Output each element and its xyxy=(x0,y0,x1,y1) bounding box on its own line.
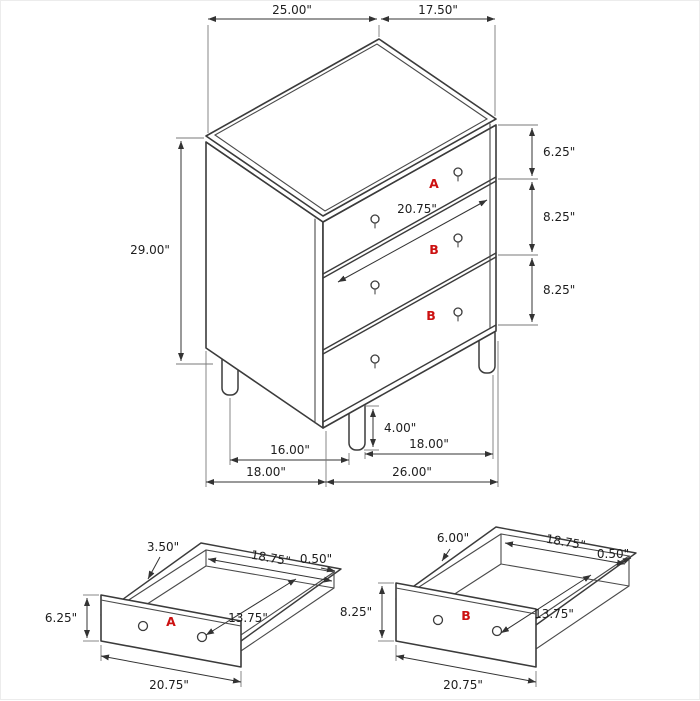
dim-drawer-b-inner-width: 18.75" xyxy=(545,532,587,553)
dim-line-drawer-inner-width xyxy=(337,199,488,283)
drawer-b-floor-back-edge xyxy=(500,563,630,587)
chest-drawer-b-mid-label: B xyxy=(429,242,439,257)
dim-leader-drawer-a-wall-thickness xyxy=(320,566,336,573)
chest-top-face-inner-edge xyxy=(213,43,489,212)
drawer-a-knob-right-icon xyxy=(453,167,463,177)
drawer-b-mid-knob-right-icon xyxy=(453,233,463,243)
chest-top-face xyxy=(205,38,497,217)
drawer-a-floor-back-edge xyxy=(205,565,335,589)
dim-drawer-b-front-width: 20.75" xyxy=(443,678,483,692)
dim-base-front-right: 18.00" xyxy=(409,437,449,451)
chest-top-lip-edge xyxy=(205,124,497,223)
dim-base-width: 26.00" xyxy=(392,465,432,479)
drawer-a-knob-left-icon xyxy=(370,214,380,224)
dim-leader-drawer-b-side-height xyxy=(441,548,451,562)
dim-drawer-a-front-width: 20.75" xyxy=(149,678,189,692)
dim-leader-drawer-a-side-height xyxy=(147,556,161,580)
dim-drawer-a-inner-depth: 13.75" xyxy=(228,611,268,625)
dim-drawer-b-mid-height: 8.25" xyxy=(543,210,575,224)
dim-base-depth: 18.00" xyxy=(246,465,286,479)
drawer-b-detail-label: B xyxy=(461,608,471,623)
dim-height: 29.00" xyxy=(130,243,170,257)
chest-dimensions: 25.00" 17.50" 29.00" 6.25" 8.25" 8.25" 2… xyxy=(130,3,575,487)
drawer-a-front-panel xyxy=(100,594,242,668)
dim-drawer-a-front-height: 6.25" xyxy=(45,611,77,625)
chest-drawer-a-label: A xyxy=(429,176,439,191)
drawer-a-detail-label: A xyxy=(166,614,176,629)
drawer-b-detail-knob-right-icon xyxy=(491,625,503,637)
drawer-b-bot-knob-left-icon xyxy=(370,354,380,364)
chest-base-rail-edge xyxy=(322,324,497,423)
dim-drawer-a-inner-width: 18.75" xyxy=(250,548,292,569)
dim-drawer-a-height: 6.25" xyxy=(543,145,575,159)
dim-line-drawer-a-front-width xyxy=(100,654,242,684)
dim-drawer-a-wall-thickness: 0.50" xyxy=(300,552,332,566)
dim-leader-drawer-b-wall-thickness xyxy=(616,557,632,565)
dim-top-width: 25.00" xyxy=(272,3,312,17)
drawer-b-front-panel xyxy=(395,582,537,668)
drawer-a-detail-knob-right-icon xyxy=(196,631,208,643)
dim-top-depth: 17.50" xyxy=(418,3,458,17)
drawer-a-detail: A 6.25" 3.50" 18.75" 0.50" 13.75" 20.75" xyxy=(45,540,342,692)
dim-drawer-b-side-height: 6.00" xyxy=(437,531,469,545)
dim-leg-height: 4.00" xyxy=(384,421,416,435)
drawer-b-bot-knob-right-icon xyxy=(453,307,463,317)
dim-line-drawer-b-inner-depth xyxy=(500,574,592,634)
dim-drawer-b-front-height: 8.25" xyxy=(340,605,372,619)
chest-drawer-b-bot-label: B xyxy=(426,308,436,323)
dim-drawer-inner-width: 20.75" xyxy=(397,202,437,216)
dim-line-drawer-a-inner-depth xyxy=(205,578,297,636)
dim-drawer-a-side-height: 3.50" xyxy=(147,540,179,554)
chest-isometric-view: A B B xyxy=(205,38,497,451)
dim-line-drawer-b-inner-width xyxy=(504,541,626,566)
drawer-b-mid-knob-left-icon xyxy=(370,280,380,290)
drawer-a-detail-knob-left-icon xyxy=(137,620,149,632)
dim-line-drawer-b-front-width xyxy=(395,654,537,684)
drawer-b-detail: B 8.25" 6.00" 18.75" 0.50" 13.75" 20.75" xyxy=(340,526,637,692)
dim-base-front-left: 16.00" xyxy=(270,443,310,457)
dim-line-drawer-a-inner-width xyxy=(207,557,333,583)
dim-drawer-b-inner-depth: 13.75" xyxy=(534,607,574,621)
dim-drawer-b-wall-thickness: 0.50" xyxy=(597,547,629,561)
dim-drawer-b-bot-height: 8.25" xyxy=(543,283,575,297)
drawer-b-detail-knob-left-icon xyxy=(432,614,444,626)
